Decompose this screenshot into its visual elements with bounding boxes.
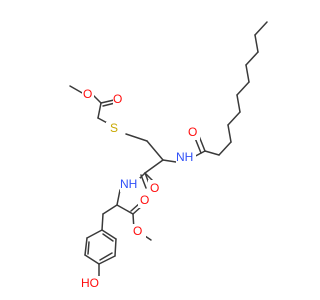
nh-amide-acyl-label: NH (176, 150, 193, 164)
nh-amide-peptide-label: NH (120, 177, 137, 191)
structure-canvas: O NH S O O O NH O O HO (69, 21, 268, 290)
cysteine-core (69, 85, 164, 174)
s-thioether-label: S (110, 121, 118, 135)
molecule-structure: O NH S O O O NH O O HO (69, 21, 268, 290)
phenol-ring (84, 229, 117, 278)
decanoyl-chain (204, 21, 268, 156)
label-masks (80, 88, 200, 290)
atom-labels: O NH S O O O NH O O HO (81, 87, 197, 290)
o-ester-top-methoxy-label: O (83, 87, 92, 101)
ho-phenol-label: HO (81, 276, 99, 290)
o-amide-acyl-label: O (188, 125, 197, 139)
o-ester-top-carbonyl-label: O (113, 92, 122, 106)
o-ester-bottom-carbonyl-label: O (140, 193, 149, 207)
o-ester-bottom-methoxy-label: O (133, 224, 142, 238)
o-amide-peptide-label: O (150, 181, 159, 195)
